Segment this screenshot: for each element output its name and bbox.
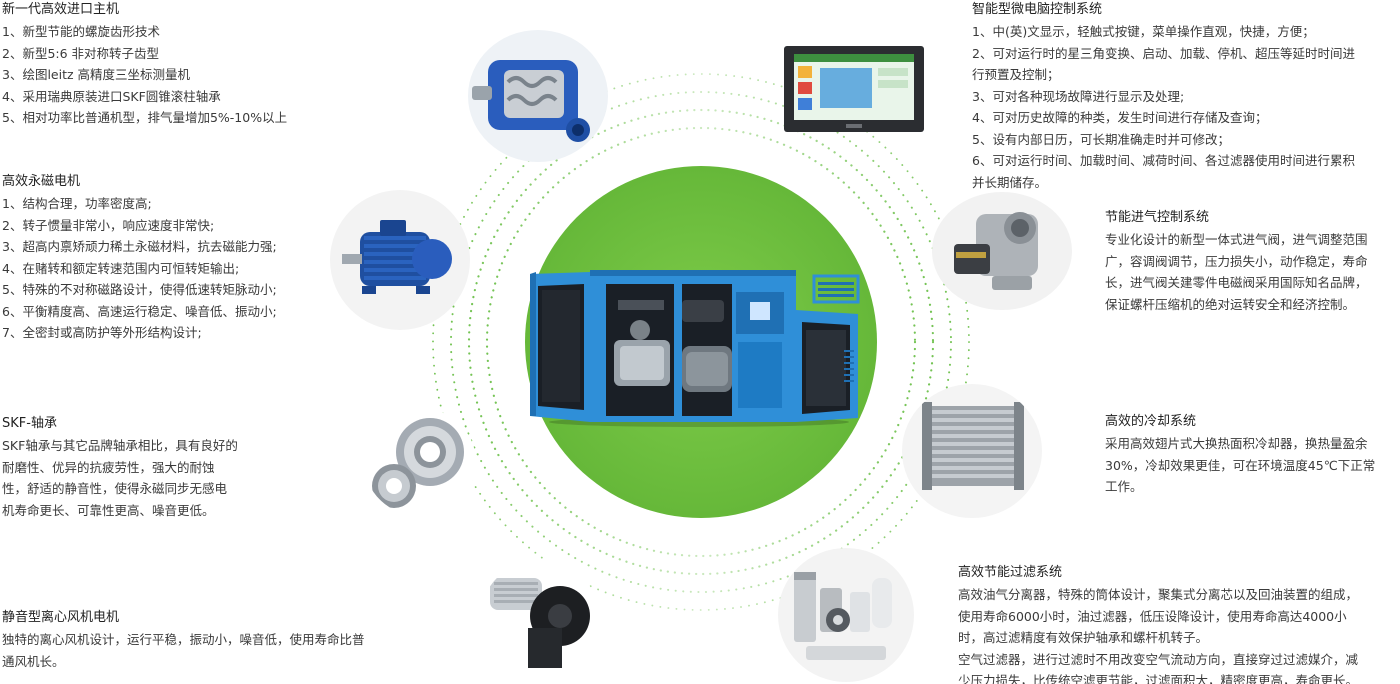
section-controller: 智能型微电脑控制系统 1、中(英)文显示，轻触式按键，菜单操作直观，快捷，方便；… [972,0,1396,193]
section-bearing-line: 机寿命更长、可靠性更高、噪音更低。 [2,502,215,518]
section-controller-title: 智能型微电脑控制系统 [972,2,1103,17]
screw-compressor-airend-icon [468,30,608,162]
section-host-line: 3、绘图leitz 高精度三坐标测量机 [2,67,191,82]
section-motor-line: 7、全密封或高防护等外形结构设计; [2,325,202,340]
ball-bearing-icon [364,408,476,516]
radiator-cooler-icon [902,384,1042,518]
section-intake-line: 广，容调阀调节，压力损失小，动作稳定，寿命 [1105,253,1368,269]
section-motor-line: 2、转子惯量非常小，响应速度非常快; [2,217,215,233]
section-cooling-title: 高效的冷却系统 [1105,414,1197,429]
section-bearing-title: SKF-轴承 [2,416,57,431]
section-bearing-line: 耐磨性、优异的抗疲劳性，强大的耐蚀 [2,459,215,475]
section-intake: 节能进气控制系统 专业化设计的新型一体式进气阀，进气调整范围 广，容调阀调节，压… [1105,208,1397,315]
section-intake-line: 保证螺杆压缩机的绝对运转安全和经济控制。 [1105,296,1356,312]
section-motor-line: 4、在赌转和额定转速范围内可恒转矩输出; [2,260,240,276]
section-controller-line: 1、中(英)文显示，轻触式按键，菜单操作直观，快捷，方便； [972,24,1315,39]
section-controller-line: 并长期储存。 [972,174,1048,190]
section-fan-title: 静音型离心风机电机 [2,610,120,625]
section-fan-line: 独特的离心风机设计，运行平稳，振动小，噪音低，使用寿命比普 [2,632,365,647]
air-compressor-icon [530,270,860,427]
section-filter-line: 空气过滤器，进行过滤时不用改变空气流动方向，直接穿过过滤媒介，减 [958,651,1359,667]
section-intake-title: 节能进气控制系统 [1105,210,1210,225]
section-controller-line: 行预置及控制； [972,67,1060,82]
section-intake-line: 专业化设计的新型一体式进气阀，进气调整范围 [1105,232,1368,247]
section-host-line: 4、采用瑞典原装进口SKF圆锥滚柱轴承 [2,88,221,104]
touch-controller-icon [784,46,924,132]
section-host: 新一代高效进口主机 1、新型节能的螺旋齿形技术 2、新型5:6 非对称转子齿型 … [2,0,332,129]
section-host-line: 2、新型5:6 非对称转子齿型 [2,45,160,61]
section-motor-line: 3、超高内禀矫顽力稀土永磁材料，抗去磁能力强; [2,239,277,254]
section-fan: 静音型离心风机电机 独特的离心风机设计，运行平稳，振动小，噪音低，使用寿命比普 … [2,608,392,672]
section-bearing-line: 性，舒适的静音性，使得永磁同步无感电 [2,481,228,496]
section-cooling-line: 工作。 [1105,479,1143,494]
section-filter-line: 少压力损失，比传统空滤更节能，过滤面积大，精密度更高，寿命更长。 [958,673,1359,684]
centrifugal-fan-icon [480,560,600,678]
section-filter-line: 使用寿命6000小时，油过滤器，低压设降设计，使用寿命高达4000小 [958,608,1347,624]
section-motor-line: 5、特殊的不对称磁路设计，使得低速转矩脉动小; [2,282,277,297]
section-motor-title: 高效永磁电机 [2,174,81,189]
section-host-title: 新一代高效进口主机 [2,2,120,17]
section-bearing: SKF-轴承 SKF轴承与其它品牌轴承相比，具有良好的 耐磨性、优异的抗疲劳性，… [2,414,264,521]
section-filter: 高效节能过滤系统 高效油气分离器，特殊的筒体设计，聚集式分离芯以及回油装置的组成… [958,563,1398,684]
section-cooling-line: 采用高效翅片式大换热面积冷却器，换热量盈余 [1105,436,1368,451]
section-motor-line: 1、结构合理，功率密度高; [2,196,152,211]
section-fan-line: 通风机长。 [2,653,65,669]
section-host-line: 1、新型节能的螺旋齿形技术 [2,24,160,39]
permanent-magnet-motor-icon [330,190,470,330]
section-controller-line: 5、设有内部日历，可长期准确走时并可修改； [972,131,1230,147]
section-filter-line: 时，高过滤精度有效保护轴承和螺杆机转子。 [958,630,1209,645]
section-filter-title: 高效节能过滤系统 [958,565,1063,580]
section-intake-line: 长，进气阀关建零件电磁阀采用国际知名品牌， [1105,275,1368,290]
section-controller-line: 2、可对运行时的星三角变换、启动、加载、停机、超压等延时时间进 [972,45,1355,61]
filter-set-icon [778,548,914,682]
section-cooling: 高效的冷却系统 采用高效翅片式大换热面积冷却器，换热量盈余 30%，冷却效果更佳… [1105,412,1397,498]
section-controller-line: 4、可对历史故障的种类，发生时间进行存储及查询； [972,110,1268,125]
section-motor: 高效永磁电机 1、结构合理，功率密度高; 2、转子惯量非常小，响应速度非常快; … [2,172,322,344]
section-controller-line: 6、可对运行时间、加载时间、减荷时间、各过滤器使用时间进行累积 [972,153,1355,168]
section-filter-line: 高效油气分离器，特殊的筒体设计，聚集式分离芯以及回油装置的组成， [958,587,1359,602]
section-cooling-line: 30%，冷却效果更佳，可在环境温度45℃下正常 [1105,457,1376,473]
section-bearing-line: SKF轴承与其它品牌轴承相比，具有良好的 [2,438,238,453]
section-host-line: 5、相对功率比普通机型，排气量增加5%-10%以上 [2,110,288,125]
intake-valve-icon [932,192,1072,310]
section-motor-line: 6、平衡精度高、高速运行稳定、噪音低、振动小; [2,303,277,319]
section-controller-line: 3、可对各种现场故障进行显示及处理; [972,88,1185,104]
